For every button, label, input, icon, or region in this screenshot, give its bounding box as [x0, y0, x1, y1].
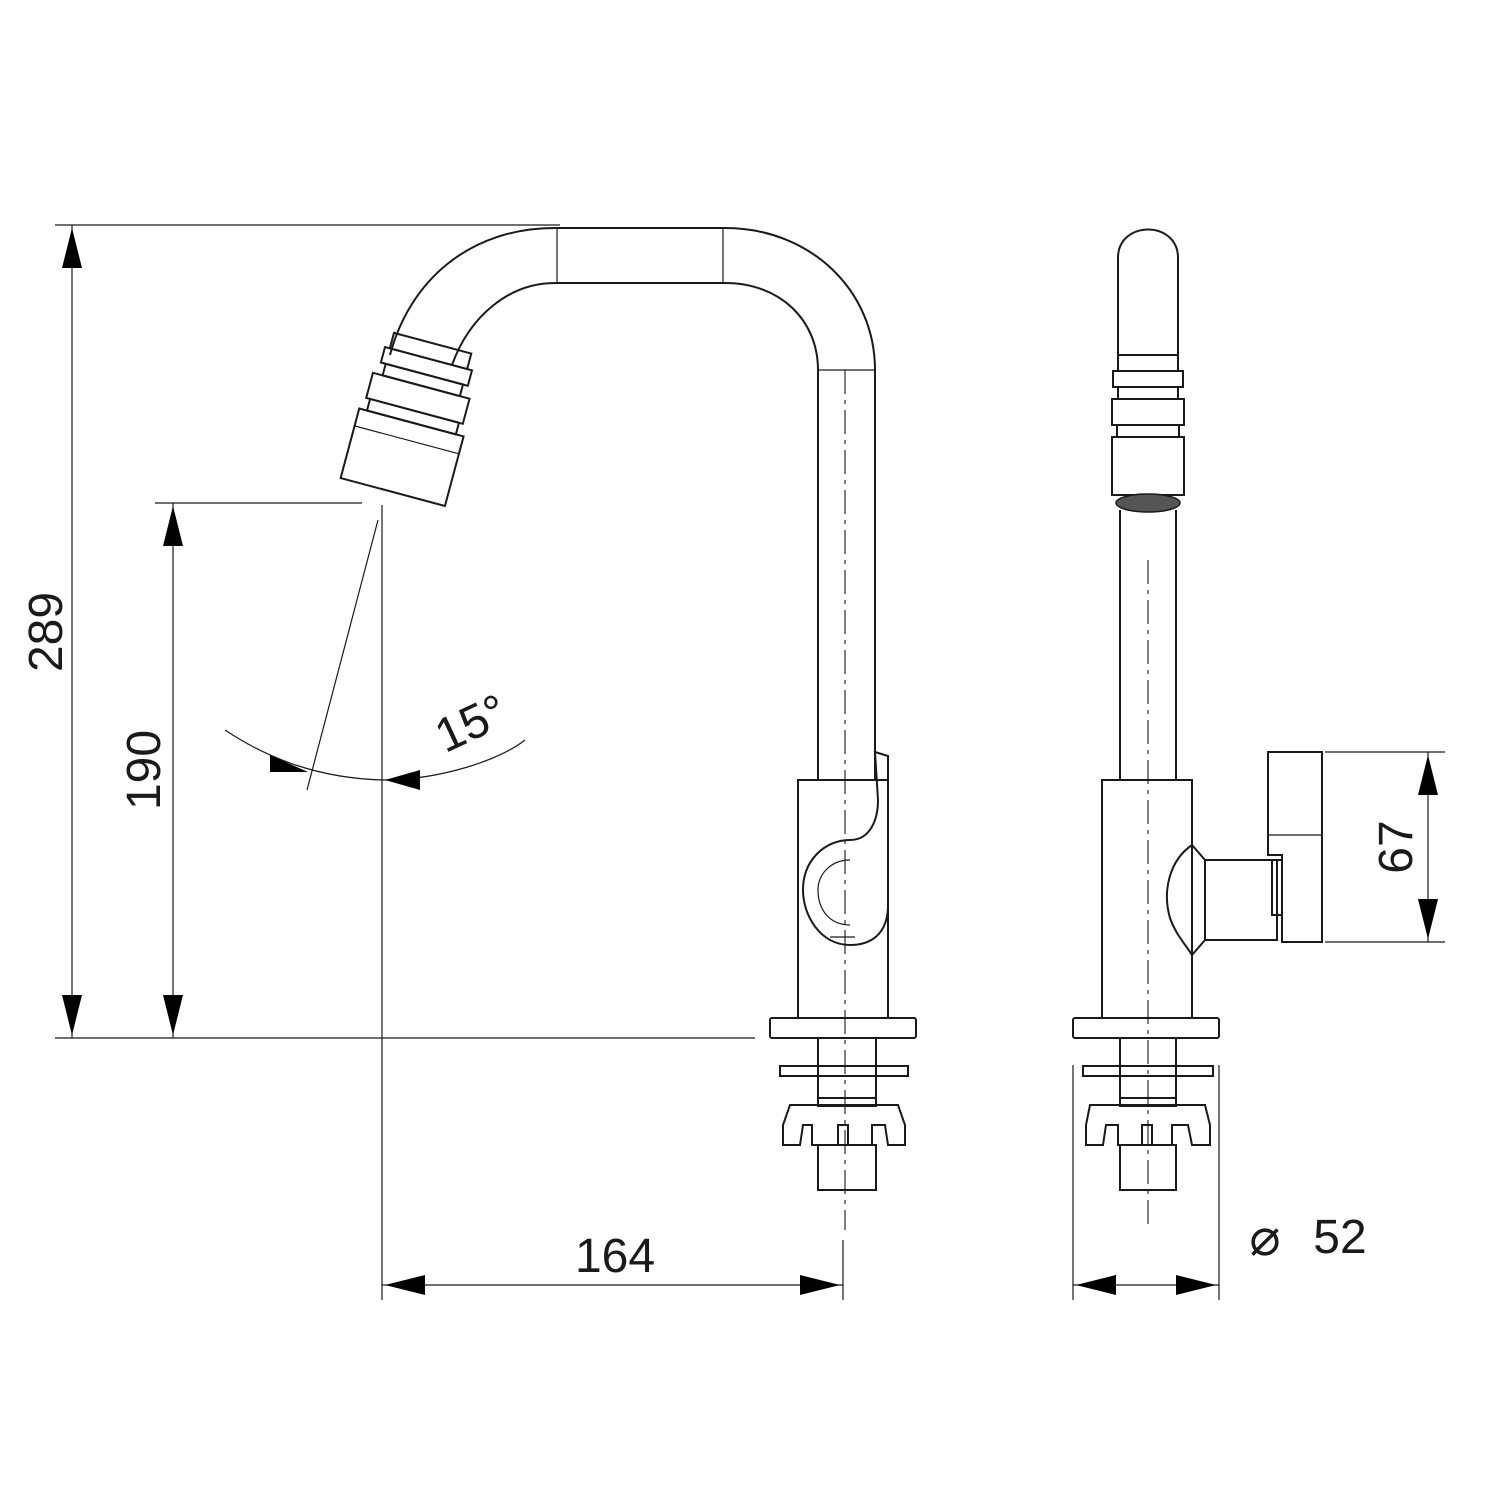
spout-reach-label: 164	[575, 1230, 655, 1283]
stream-angle-line	[307, 520, 378, 790]
dimension-outlet-height: 190	[118, 503, 362, 1038]
front-base-flange	[770, 1018, 916, 1038]
dimension-base-diameter: ⌀ 52	[1073, 1065, 1367, 1300]
spout-outer-curve	[390, 228, 875, 780]
front-stem	[818, 1038, 876, 1098]
dimension-spout-reach: 164	[382, 1230, 843, 1300]
front-fixing-nut	[783, 1105, 905, 1145]
side-body	[1102, 780, 1192, 1018]
side-handle-connector	[1167, 845, 1192, 955]
overall-height-label: 289	[20, 592, 73, 672]
side-view	[1073, 230, 1322, 1231]
base-diameter-label: 52	[1313, 1211, 1366, 1264]
front-view	[307, 228, 916, 1300]
side-handle-neck	[1205, 860, 1277, 940]
side-base-flange	[1073, 1018, 1219, 1038]
side-aerator	[1112, 437, 1184, 495]
dimension-spout-angle: 15°	[225, 685, 525, 790]
handle-height-label: 67	[1370, 820, 1423, 873]
outlet-height-label: 190	[118, 730, 171, 810]
side-aerator-mesh	[1116, 494, 1180, 512]
spout-inner-curve	[452, 283, 818, 780]
front-threaded-shank	[818, 1145, 876, 1190]
spout-angle-label: 15°	[427, 685, 515, 764]
aerator-front	[341, 329, 485, 506]
side-spout-top	[1118, 230, 1178, 356]
front-body	[798, 780, 888, 1018]
diameter-symbol: ⌀	[1249, 1209, 1280, 1267]
front-washer	[780, 1066, 908, 1076]
dimension-handle-height: 67	[1325, 752, 1445, 942]
